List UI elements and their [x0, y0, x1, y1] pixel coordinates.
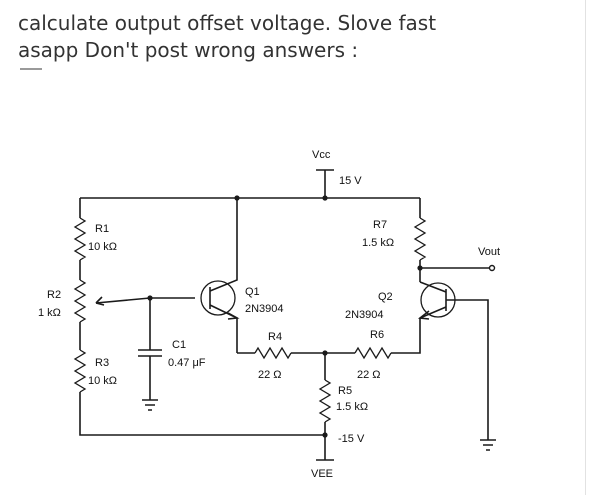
- q1-emitter-arrow: [227, 312, 240, 320]
- q1-emitter: [209, 304, 238, 353]
- q2-emitter-arrow: [417, 310, 430, 320]
- wire-r3-bottom: [79, 392, 325, 436]
- junction-top-vcc: [322, 195, 328, 201]
- r5-resistor: [318, 379, 332, 423]
- r6-value: 22 Ω: [357, 369, 381, 381]
- r6-resistor: [354, 346, 392, 360]
- r7-name: R7: [373, 219, 387, 231]
- r7-value: 1.5 kΩ: [362, 237, 394, 249]
- ground-c1: [142, 399, 158, 411]
- r2-wiper-arrow: [95, 296, 105, 306]
- question-text: calculate output offset voltage. Slove f…: [18, 10, 578, 64]
- r4-value: 22 Ω: [258, 369, 282, 381]
- q1-transistor: [200, 280, 236, 316]
- vee-value: -15 V: [338, 433, 365, 445]
- q2-emitter: [419, 306, 447, 319]
- q1-part: 2N3904: [245, 303, 284, 315]
- r3-value: 10 kΩ: [88, 375, 117, 387]
- r1-resistor: [73, 217, 87, 261]
- q1-collector: [209, 198, 238, 292]
- vee-label: VEE: [311, 468, 333, 480]
- r1-name: R1: [95, 223, 109, 235]
- r5-name: R5: [338, 385, 352, 397]
- r1-value: 10 kΩ: [88, 241, 117, 253]
- q2-part: 2N3904: [345, 309, 384, 321]
- c1-name: C1: [172, 339, 186, 351]
- question-line-2: asapp Don't post wrong answers :: [18, 38, 359, 62]
- q1-name: Q1: [245, 286, 260, 298]
- vout-terminal: [488, 264, 496, 272]
- wire-r6-right: [391, 318, 421, 354]
- question-line-1: calculate output offset voltage. Slove f…: [18, 11, 437, 35]
- r3-resistor: [73, 349, 87, 393]
- r4-name: R4: [268, 331, 282, 343]
- wire-q2-base-ground: [446, 299, 489, 440]
- vout-label: Vout: [478, 246, 500, 258]
- c1-value: 0.47 μF: [168, 357, 206, 369]
- r5-value: 1.5 kΩ: [336, 401, 368, 413]
- r2-value: 1 kΩ: [38, 307, 61, 319]
- ground-q2: [480, 439, 496, 451]
- vcc-label: Vcc: [312, 149, 331, 161]
- junction-bottom: [322, 432, 328, 438]
- r7-resistor: [413, 217, 427, 261]
- text-cursor-mark: [20, 68, 42, 70]
- r2-wiper: [95, 297, 195, 304]
- q2-collector: [419, 281, 447, 293]
- r2-name: R2: [47, 289, 61, 301]
- r4-resistor: [254, 346, 292, 360]
- q2-name: Q2: [378, 291, 393, 303]
- panel-divider: [585, 0, 586, 495]
- vcc-value: 15 V: [339, 175, 362, 187]
- r6-name: R6: [370, 329, 384, 341]
- r3-name: R3: [95, 357, 109, 369]
- r2-potentiometer: [73, 279, 87, 323]
